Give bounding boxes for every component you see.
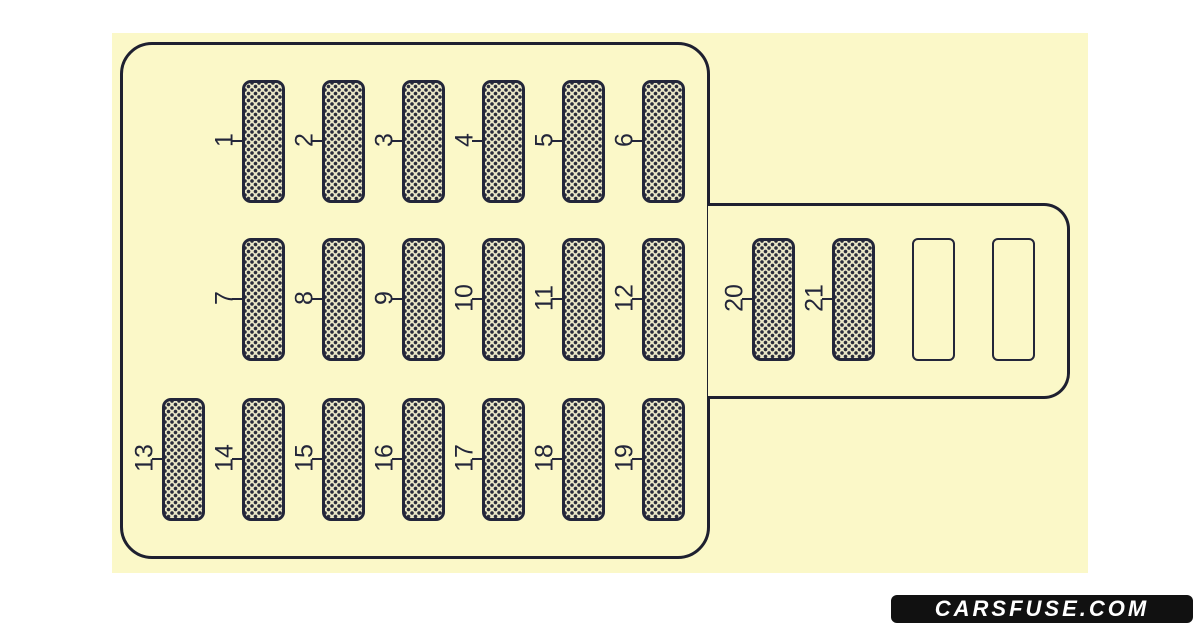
fuse-leader-line — [472, 298, 482, 300]
fuse-leader-line — [152, 458, 162, 460]
fuse-leader-line — [312, 140, 322, 142]
fuse-label: 9 — [370, 291, 399, 305]
fuse-leader-line — [232, 458, 242, 460]
fuse-10 — [482, 238, 525, 361]
fuse-label: 17 — [450, 444, 479, 472]
fuse-label: 10 — [450, 284, 479, 312]
fuse-leader-line — [232, 140, 242, 142]
fuse-leader-line — [392, 458, 402, 460]
fuse-6 — [642, 80, 685, 203]
empty-fuse-slot — [912, 238, 955, 361]
fuse-leader-line — [312, 458, 322, 460]
fuse-leader-line — [822, 298, 832, 300]
fuse-7 — [242, 238, 285, 361]
fuse-8 — [322, 238, 365, 361]
fuse-label: 1 — [210, 133, 239, 147]
fuse-5 — [562, 80, 605, 203]
fuse-label: 21 — [800, 284, 829, 312]
fuse-18 — [562, 398, 605, 521]
fuse-leader-line — [472, 458, 482, 460]
fuse-leader-line — [232, 298, 242, 300]
fuse-label: 11 — [530, 285, 559, 311]
fuse-label: 14 — [210, 444, 239, 472]
fuse-label: 7 — [210, 291, 239, 305]
fuse-12 — [642, 238, 685, 361]
fuse-label: 20 — [720, 284, 749, 312]
carsfuse-logo: CARSFUSE.COM — [891, 595, 1193, 623]
fuse-9 — [402, 238, 445, 361]
fuse-leader-line — [312, 298, 322, 300]
fuse-15 — [322, 398, 365, 521]
fuse-11 — [562, 238, 605, 361]
fuse-leader-line — [392, 298, 402, 300]
fuse-leader-line — [632, 140, 642, 142]
fuse-14 — [242, 398, 285, 521]
fuse-label: 13 — [130, 444, 159, 472]
fuse-leader-line — [552, 298, 562, 300]
fuse-label: 6 — [610, 133, 639, 147]
fuse-label: 19 — [610, 444, 639, 472]
fuse-label: 5 — [530, 133, 559, 147]
fuse-leader-line — [392, 140, 402, 142]
fuse-2 — [322, 80, 365, 203]
fuse-label: 3 — [370, 133, 399, 147]
fuse-leader-line — [552, 140, 562, 142]
fuse-3 — [402, 80, 445, 203]
fuse-4 — [482, 80, 525, 203]
fuse-leader-line — [632, 458, 642, 460]
fuse-17 — [482, 398, 525, 521]
fuse-label: 16 — [370, 444, 399, 472]
fuse-19 — [642, 398, 685, 521]
fuse-leader-line — [742, 298, 752, 300]
fuse-label: 4 — [450, 133, 479, 147]
fuse-label: 12 — [610, 284, 639, 312]
fuse-label: 18 — [530, 444, 559, 472]
fuse-label: 2 — [290, 133, 319, 147]
fuse-leader-line — [632, 298, 642, 300]
fuse-21 — [832, 238, 875, 361]
fuse-20 — [752, 238, 795, 361]
fuse-label: 15 — [290, 444, 319, 472]
fuse-1 — [242, 80, 285, 203]
fuse-leader-line — [472, 140, 482, 142]
empty-fuse-slot — [992, 238, 1035, 361]
fuse-13 — [162, 398, 205, 521]
fuse-16 — [402, 398, 445, 521]
fuse-label: 8 — [290, 291, 319, 305]
fuse-leader-line — [552, 458, 562, 460]
